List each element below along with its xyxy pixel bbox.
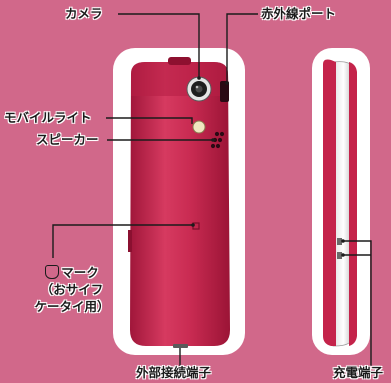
label-external-connector: 外部接続端子: [136, 365, 212, 380]
mobile-light: [192, 120, 206, 134]
external-connector: [173, 344, 188, 348]
felica-line2: （おサイフ: [40, 282, 104, 297]
felica-line3: ケータイ用）: [34, 299, 110, 314]
label-camera: カメラ: [65, 6, 103, 21]
label-mobile-light: モバイルライト: [4, 110, 92, 125]
phone-back-view: [128, 57, 230, 348]
infrared-port: [220, 81, 229, 102]
label-speaker: スピーカー: [36, 132, 99, 147]
label-infrared-port: 赤外線ポート: [261, 6, 337, 21]
charging-terminal: [337, 238, 342, 245]
label-felica: マーク （おサイフ ケータイ用）: [22, 264, 122, 315]
felica-line1: マーク: [22, 264, 122, 281]
label-charging-terminal: 充電端子: [333, 365, 384, 380]
felica-line1-text: マーク: [61, 265, 99, 280]
felica-icon: [45, 265, 60, 279]
phone-side-view: [323, 59, 357, 347]
callout-lines: [52, 13, 372, 366]
speaker-grille: [210, 131, 225, 149]
